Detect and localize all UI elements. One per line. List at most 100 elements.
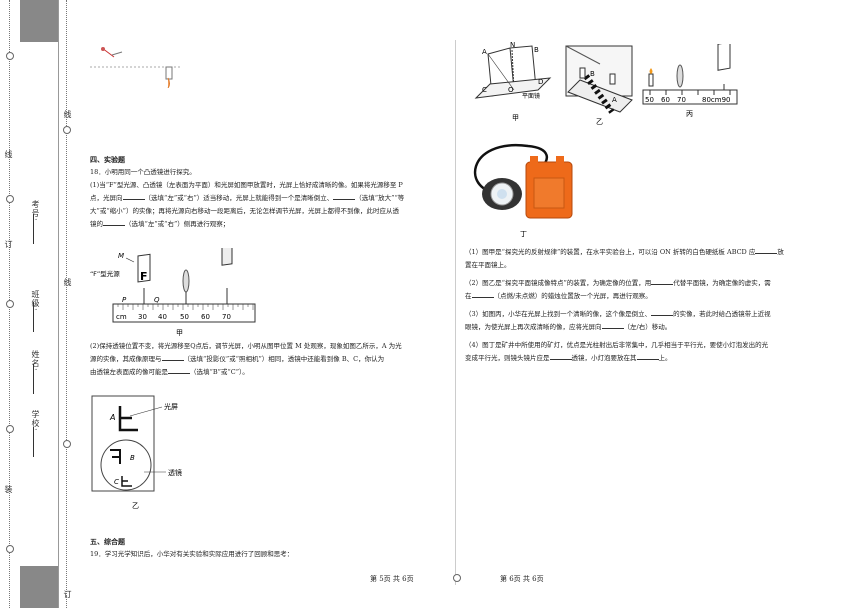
answer-blank[interactable] xyxy=(651,278,674,285)
q18-part1-line4: 镜的 （选填“左”或“右”）侧再进行观察； xyxy=(90,218,450,231)
binding-hole xyxy=(6,425,14,433)
ruler-tick-label: 80cm90 xyxy=(702,96,730,104)
left-column-part3: 五、综合题 19．学习光学知识后，小华对有关实验和实际应用进行了回顾和思考： xyxy=(90,535,450,561)
text-segment: （选填“B”或“C”）。 xyxy=(190,368,249,376)
text-segment: （选填“放大”“等 xyxy=(355,194,405,202)
page-number-right: 第 6页 共 6页 xyxy=(500,575,544,583)
text-segment: 代替平面镜，为确定像的虚实，需 xyxy=(673,279,771,287)
figure-caption: 丙 xyxy=(686,110,693,118)
label-screen: 光屏 xyxy=(164,402,178,411)
label-D: D xyxy=(538,78,543,86)
section4-title: 四、实验题 xyxy=(90,155,125,164)
text-segment: 在 xyxy=(465,292,472,300)
binding-hole xyxy=(63,126,71,134)
label-B: B xyxy=(130,454,135,462)
answer-blank[interactable] xyxy=(601,322,624,329)
exam-no-blank xyxy=(33,214,34,244)
ruler-tick-label: 60 xyxy=(661,96,670,104)
f-glyph: F xyxy=(140,270,148,283)
binding-hole xyxy=(6,52,14,60)
answer-blank[interactable] xyxy=(168,367,190,374)
label-Q: Q xyxy=(154,296,160,304)
binding-outer-char: 订 xyxy=(4,240,13,249)
q18-part2-line2: 源的实像，其成像原理与（选填“投影仪”或“照相机”）相同，透镜中还能看到像 B、… xyxy=(90,353,450,366)
binding-outer-char: 线 xyxy=(4,150,13,159)
school-blank xyxy=(33,427,34,457)
ruler-tick-label: 30 xyxy=(138,313,147,321)
q18-part2-line1: (2)保持透镜位置不变，将光源移至Q点后，调节光屏，小明从图甲位置 M 处观察，… xyxy=(90,342,402,350)
answer-blank[interactable] xyxy=(122,193,145,200)
text-segment: 点，光屏向 xyxy=(90,194,123,202)
label-C: C xyxy=(114,478,119,486)
binding-hole xyxy=(63,440,71,448)
text-segment: （选填“左”或“右”）侧再进行观察； xyxy=(125,220,230,228)
binding-solid-line xyxy=(58,0,59,608)
label-C: C xyxy=(482,86,487,94)
label-B: B xyxy=(590,70,595,78)
text-segment: 由透镜左表面成的像可能是 xyxy=(90,368,168,376)
q19-intro: 19．学习光学知识后，小华对有关实验和实际应用进行了回顾和思考： xyxy=(90,550,294,558)
text-segment: 变成平行光，则镜头镜片应是 xyxy=(465,354,550,362)
text-segment: 上。 xyxy=(658,354,672,362)
binding-dotted-line-inner xyxy=(66,0,67,608)
q18-part1-line3: 大”或“缩小”）的实像；再将光源向右移动一段距离后，无论怎样调节光屏，光屏上都得… xyxy=(90,207,399,215)
answer-blank[interactable] xyxy=(103,219,125,226)
text-segment: 的实像，若此时给凸透镜带上近视 xyxy=(673,310,771,318)
ruler-tick-label: 70 xyxy=(677,96,686,104)
figure-caption: 丁 xyxy=(520,230,527,238)
name-blank xyxy=(33,364,34,394)
text-segment: 源的实像，其成像原理与 xyxy=(90,355,162,363)
text-segment: 镜的 xyxy=(90,220,103,228)
ruler-unit: cm xyxy=(116,313,127,321)
class-label: 班级: xyxy=(31,290,40,312)
binding-hole xyxy=(6,195,14,203)
q19-part3-line2: 眼镜，为使光屏上再次成清晰的像，应将光屏向（左/右）移动。 xyxy=(465,321,845,334)
label-N: N xyxy=(510,41,515,49)
binding-gray-block-top xyxy=(20,0,58,42)
answer-blank[interactable] xyxy=(549,353,572,360)
answer-blank[interactable] xyxy=(333,193,356,200)
top-left-figure xyxy=(90,47,180,88)
ruler-tick-label: 70 xyxy=(222,313,231,321)
binding-hole xyxy=(6,300,14,308)
figure-caption: 甲 xyxy=(512,114,519,122)
page-divider-circle xyxy=(453,574,461,582)
figure-yi-plane-mirror: B A 乙 xyxy=(565,45,633,125)
figure-caption: 乙 xyxy=(132,502,139,510)
ruler-tick-label: 60 xyxy=(201,313,210,321)
answer-blank[interactable] xyxy=(755,247,778,254)
q19-part1-line1: （1）图甲是“探究光的反射规律”的装置，在水平实验台上，可以沿 ON 折转的白色… xyxy=(465,246,845,259)
q18-part1-line1: (1)当“F”型光源、凸透镜（左表面为平面）和光屏如图甲放置时，光屏上恰好成清晰… xyxy=(90,181,403,189)
binding-inner-char: 订 xyxy=(63,590,72,599)
section5-title: 五、综合题 xyxy=(90,537,125,546)
left-column-part2: (2)保持透镜位置不变，将光源移至Q点后，调节光屏，小明从图甲位置 M 处观察，… xyxy=(90,340,450,379)
q19-part2-line2: 在 （点燃/未点燃）的蜡烛位置放一个光屏，再进行观察。 xyxy=(465,290,845,303)
answer-blank[interactable] xyxy=(471,291,494,298)
text-segment: （左/右）移动。 xyxy=(623,323,672,331)
q18-part2-line3: 由透镜左表面成的像可能是 （选填“B”或“C”）。 xyxy=(90,366,450,379)
text-segment: （1）图甲是“探究光的反射规律”的装置，在水平实验台上，可以沿 ON 折转的白色… xyxy=(465,248,756,256)
label-f-source: “F”型光源 xyxy=(90,269,120,278)
name-label: 姓名: xyxy=(31,350,40,372)
text-segment: （点燃/未点燃）的蜡烛位置放一个光屏，再进行观察。 xyxy=(493,292,652,300)
q19-part4-line2: 变成平行光，则镜头镜片应是透镜，小灯泡要放在其上。 xyxy=(465,352,845,365)
q18-intro: 18．小明用同一个凸透镜进行探究。 xyxy=(90,168,196,176)
text-segment: （2）图乙是“探究平面镜成像特点”的装置，为确定像的位置，用 xyxy=(465,279,652,287)
binding-gray-block-bottom xyxy=(20,566,58,608)
figure-jia-reflection: A N B C O D 平面镜 甲 xyxy=(474,41,552,122)
text-segment: （选填“左”或“右”）适当移动，光屏上就能得到一个是清晰倒立、 xyxy=(144,194,334,202)
answer-blank[interactable] xyxy=(161,354,184,361)
text-segment: 放 xyxy=(777,248,784,256)
figure-caption: 甲 xyxy=(176,329,183,337)
q19-part3-line1: （3）如图丙，小华在光屏上找到一个清晰的像，这个像是倒立、的实像，若此时给凸透镜… xyxy=(465,308,845,321)
ruler-tick-label: 40 xyxy=(158,313,167,321)
label-A: A xyxy=(482,48,487,56)
answer-blank[interactable] xyxy=(636,353,659,360)
page-number-left: 第 5页 共 6页 xyxy=(370,575,414,583)
binding-hole xyxy=(6,545,14,553)
right-column-text: （1）图甲是“探究光的反射规律”的装置，在水平实验台上，可以沿 ON 折转的白色… xyxy=(465,246,845,365)
answer-blank[interactable] xyxy=(651,309,674,316)
q19-part1-line2: 置在平面镜上。 xyxy=(465,261,511,269)
figure-yi-lens-view: A 光屏 B C 透镜 乙 xyxy=(91,395,182,510)
binding-inner-char: 线 xyxy=(63,278,72,287)
